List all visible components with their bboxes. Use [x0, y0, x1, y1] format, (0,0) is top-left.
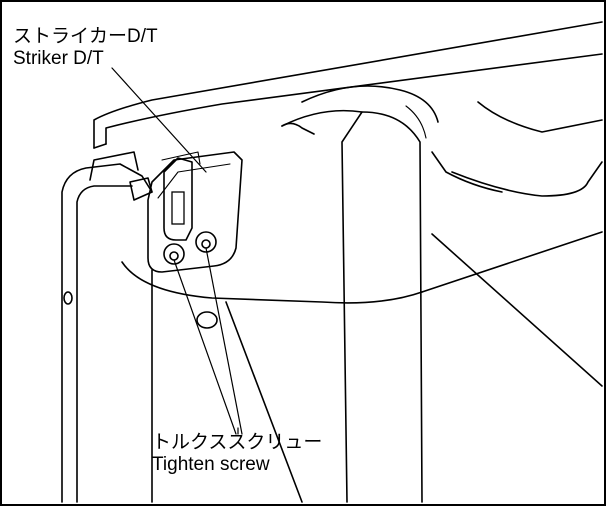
pillar-loop-left	[281, 122, 315, 135]
panel-lip-line	[93, 143, 107, 149]
striker-hook-top	[161, 151, 201, 165]
bolt-right-inner	[201, 239, 211, 249]
floor-hole	[196, 311, 218, 329]
lower-diagonal-left	[225, 301, 303, 503]
housing-hole-left	[63, 291, 73, 305]
striker-plate-bevel	[157, 163, 231, 199]
bolt-left-outer	[163, 243, 185, 265]
striker-slot	[171, 191, 185, 225]
housing-outline	[61, 163, 153, 503]
panel-top-edge	[93, 21, 603, 149]
leader-screw-left	[173, 259, 237, 435]
housing-recess	[89, 151, 139, 181]
right-mid-line	[421, 231, 603, 293]
latch-tab	[129, 177, 153, 201]
pillar-inner-curve	[405, 105, 427, 139]
screw-callout: トルクススクリュー Tighten screw	[152, 432, 322, 476]
striker-callout-japanese: ストライカーD/T	[13, 26, 158, 47]
striker-callout: ストライカーD/T Striker D/T	[13, 26, 158, 70]
housing-front-face	[76, 185, 133, 503]
right-diagonal	[431, 233, 603, 387]
screw-callout-japanese: トルクススクリュー	[152, 432, 323, 453]
leader-screw-right	[205, 247, 243, 435]
striker-callout-english: Striker D/T	[13, 48, 104, 69]
lower-panel-curve	[121, 261, 423, 304]
screw-callout-english: Tighten screw	[152, 454, 270, 475]
leader-striker	[111, 67, 207, 173]
right-trim-outer	[451, 161, 603, 197]
bolt-right-outer	[195, 231, 217, 253]
right-trim-upper	[477, 101, 603, 133]
panel-inner-edge	[105, 53, 603, 145]
pillar-loop-top	[301, 85, 439, 123]
striker-hook	[163, 157, 193, 241]
right-trim-inner	[431, 151, 503, 193]
pillar-right-edge	[361, 111, 423, 503]
striker-plate	[147, 151, 243, 273]
bolt-left-inner	[169, 251, 179, 261]
